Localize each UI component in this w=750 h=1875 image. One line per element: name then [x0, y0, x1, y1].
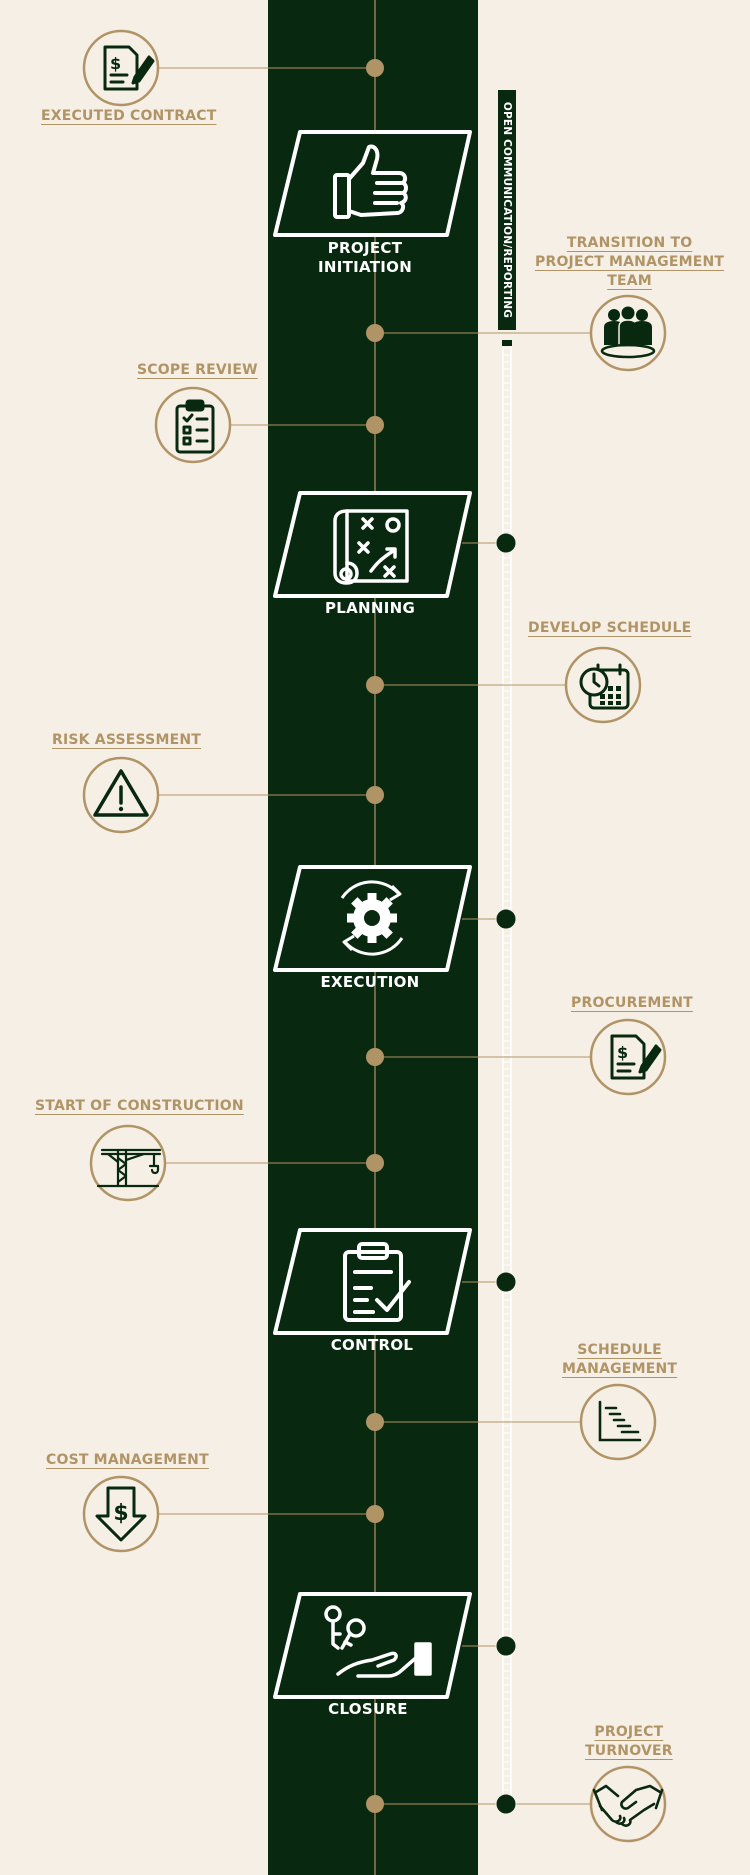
milestone-dot [366, 416, 384, 434]
gantt-chart-icon [598, 1400, 642, 1442]
phase-label-control: CONTROL [330, 1336, 414, 1354]
crane-icon [96, 1148, 162, 1188]
phase-box-initiation [273, 130, 472, 237]
start-construction-circle [89, 1124, 167, 1202]
label-procurement: PROCUREMENT [571, 995, 693, 1011]
label-cost-management: COST MANAGEMENT [46, 1452, 209, 1468]
phase-label-closure: CLOSURE [328, 1700, 408, 1718]
label-schedule-management: SCHEDULE MANAGEMENT [562, 1341, 677, 1379]
milestone-dot [366, 786, 384, 804]
project-turnover-circle [589, 1765, 667, 1843]
milestone-dot [366, 1154, 384, 1172]
ladder-node [495, 1271, 517, 1293]
phase-label-execution: EXECUTION [320, 973, 420, 991]
handshake-icon [592, 1784, 664, 1827]
label-executed-contract: EXECUTED CONTRACT [41, 108, 217, 124]
calendar-clock-icon [579, 663, 630, 710]
milestone-dot [366, 1795, 384, 1813]
phase-box-planning [273, 491, 472, 598]
signed-contract-icon: $ [103, 45, 155, 91]
milestone-dots [366, 59, 384, 1813]
label-schedule-management-line1: SCHEDULE [577, 1342, 662, 1358]
thumbs-up-icon [333, 144, 408, 219]
label-develop-schedule: DEVELOP SCHEDULE [528, 620, 692, 636]
phase-label-initiation-line1: PROJECT [327, 239, 403, 257]
phase-box-closure [273, 1592, 472, 1699]
label-project-turnover-line1: PROJECT [594, 1724, 664, 1740]
ladder-node [495, 908, 517, 930]
warning-icon [93, 769, 149, 817]
milestone-dot [366, 324, 384, 342]
communication-track-label: OPEN COMMUNICATION/REPORTING [501, 101, 513, 319]
label-project-turnover-line2: TURNOVER [585, 1743, 673, 1759]
phase-connectors [462, 542, 506, 1647]
procurement-circle [589, 1018, 667, 1096]
label-transition-line1: TRANSITION TO [566, 235, 693, 251]
ladder-node [495, 532, 517, 554]
connector-lines [159, 67, 591, 1805]
clipboard-check-icon [343, 1242, 411, 1322]
label-transition: TRANSITION TO PROJECT MANAGEMENT TEAM [535, 234, 724, 291]
gear-cycle-icon [340, 880, 404, 956]
ladder-rungs [503, 347, 511, 1798]
label-schedule-management-line2: MANAGEMENT [562, 1361, 678, 1377]
svg-text:$: $ [617, 1043, 628, 1062]
label-transition-line2: PROJECT MANAGEMENT [535, 254, 725, 270]
phase-box-control [273, 1228, 472, 1335]
label-transition-line3: TEAM [607, 273, 652, 289]
milestone-dot [366, 676, 384, 694]
phase-label-initiation: PROJECT INITIATION [265, 239, 465, 277]
label-scope-review: SCOPE REVIEW [137, 362, 258, 378]
label-project-turnover: PROJECT TURNOVER [585, 1723, 673, 1761]
milestone-dot [366, 1048, 384, 1066]
phase-label-planning: PLANNING [324, 599, 416, 617]
dollar-down-icon: $ [95, 1486, 147, 1542]
executed-contract-circle [82, 29, 160, 107]
label-start-construction: START OF CONSTRUCTION [35, 1098, 244, 1114]
keys-handover-icon [324, 1605, 432, 1678]
svg-text:$: $ [113, 1501, 128, 1526]
schedule-management-circle [579, 1383, 657, 1461]
milestone-dot [366, 59, 384, 77]
ladder-node [495, 1635, 517, 1657]
milestone-dot [366, 1413, 384, 1431]
ladder-nodes [495, 532, 517, 1815]
invoice-pen-icon: $ [610, 1034, 662, 1080]
checklist-icon [175, 399, 215, 454]
team-icon [600, 306, 656, 359]
communication-ladder [502, 342, 512, 1802]
strategy-plan-icon [333, 509, 409, 585]
milestone-dot [366, 1505, 384, 1523]
ladder-cap [502, 340, 512, 346]
communication-track-label-box: OPEN COMMUNICATION/REPORTING [498, 90, 516, 330]
label-risk-assessment: RISK ASSESSMENT [52, 732, 202, 748]
phase-label-initiation-line2: INITIATION [317, 258, 413, 276]
ladder-node [495, 1793, 517, 1815]
cost-management-circle [82, 1475, 160, 1553]
svg-text:$: $ [110, 54, 121, 73]
